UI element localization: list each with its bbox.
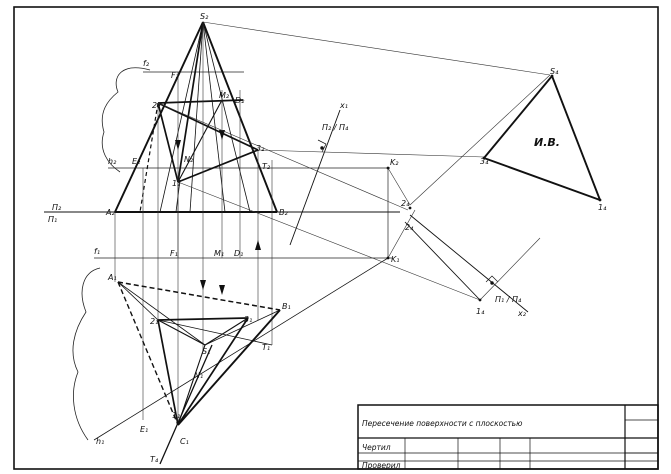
cone-axis-ray xyxy=(159,344,213,465)
ray-upper xyxy=(409,74,551,206)
label-true-view: И.В. xyxy=(534,136,560,149)
label-axis-pi2: П₂ xyxy=(52,203,62,212)
label-M1: M₁ xyxy=(214,249,224,258)
label-N2: N₂ xyxy=(184,155,194,164)
label-one4b: 1₄ xyxy=(598,203,607,212)
trace-h1 xyxy=(93,257,389,441)
title-block-title: Пересечение поверхности с плоскостью xyxy=(362,419,522,428)
label-T-axis: T₄ xyxy=(150,455,159,464)
label-S2: S₂ xyxy=(200,12,209,21)
label-one2: 1₂ xyxy=(172,179,181,188)
label-three1: 3₁ xyxy=(244,315,252,324)
axis-x2 xyxy=(409,214,529,313)
label-B2: B₂ xyxy=(279,208,288,217)
label-pi1-pi4: П₁ / П₄ xyxy=(495,295,522,304)
label-S4: S₄ xyxy=(550,67,559,76)
label-N1: N₁ xyxy=(194,371,203,380)
true-view-triangle xyxy=(483,75,601,201)
label-E2: E₂ xyxy=(132,157,141,166)
title-block xyxy=(357,404,659,470)
axis-x1 xyxy=(289,109,341,246)
label-K1: K₁ xyxy=(391,255,399,264)
drawing-frame xyxy=(13,6,659,470)
title-block-drawn: Чертил xyxy=(362,443,391,452)
label-one4: 1₄ xyxy=(476,307,485,316)
label-h2: h₂ xyxy=(108,157,117,166)
point-dots xyxy=(386,74,602,302)
right-angle-mark-2 xyxy=(485,275,499,283)
title-block-checked: Проверил xyxy=(362,461,401,470)
projection-rays-p4 xyxy=(157,21,551,301)
break-line-top xyxy=(101,67,151,173)
label-F1: F₁ xyxy=(170,249,178,258)
label-S1: S₁ xyxy=(202,347,210,356)
label-two1: 2₁ xyxy=(150,317,158,326)
label-C1: C₁ xyxy=(180,437,189,446)
label-D2: D₂ xyxy=(235,96,245,105)
label-pi2-pi4: П₂ / П₄ xyxy=(322,123,349,132)
label-A2: A₂ xyxy=(105,208,115,217)
label-f1: f₁ xyxy=(94,247,100,256)
label-x2: x₂ xyxy=(517,309,527,318)
label-two4b: 2₄ xyxy=(405,223,414,232)
label-T2: T₂ xyxy=(262,162,271,171)
label-M2: M₂ xyxy=(219,91,230,100)
ray-k1-aux xyxy=(387,209,416,259)
label-F2: F₂ xyxy=(171,71,180,80)
label-two2: 2₂ xyxy=(152,101,161,110)
label-h1: h₁ xyxy=(96,437,104,446)
label-A1: A₁ xyxy=(107,273,117,282)
label-E1: E₁ xyxy=(140,425,148,434)
right-angle-mark-1 xyxy=(317,139,327,153)
horizontal-view xyxy=(117,281,281,426)
label-K2: K₂ xyxy=(390,158,399,167)
label-two4: 2₄ xyxy=(401,199,410,208)
point-mark-2 xyxy=(490,281,494,285)
label-D1: D₁ xyxy=(234,249,243,258)
label-one1: 1₁ xyxy=(172,411,180,420)
label-B1: B₁ xyxy=(282,302,291,311)
label-three4: 3₄ xyxy=(480,157,489,166)
break-line-bottom xyxy=(72,267,101,441)
label-x1: x₁ xyxy=(339,101,348,110)
label-three2: 3₂ xyxy=(256,144,265,153)
label-f2: f₂ xyxy=(143,59,150,68)
label-axis-pi1: П₁ xyxy=(48,215,57,224)
projection-arrows xyxy=(175,130,261,295)
label-T1: T₁ xyxy=(262,343,270,352)
ray-2-4 xyxy=(404,221,481,301)
ray-4-edge xyxy=(479,237,541,301)
frontal-view xyxy=(114,21,278,213)
point-mark-1 xyxy=(320,146,324,150)
